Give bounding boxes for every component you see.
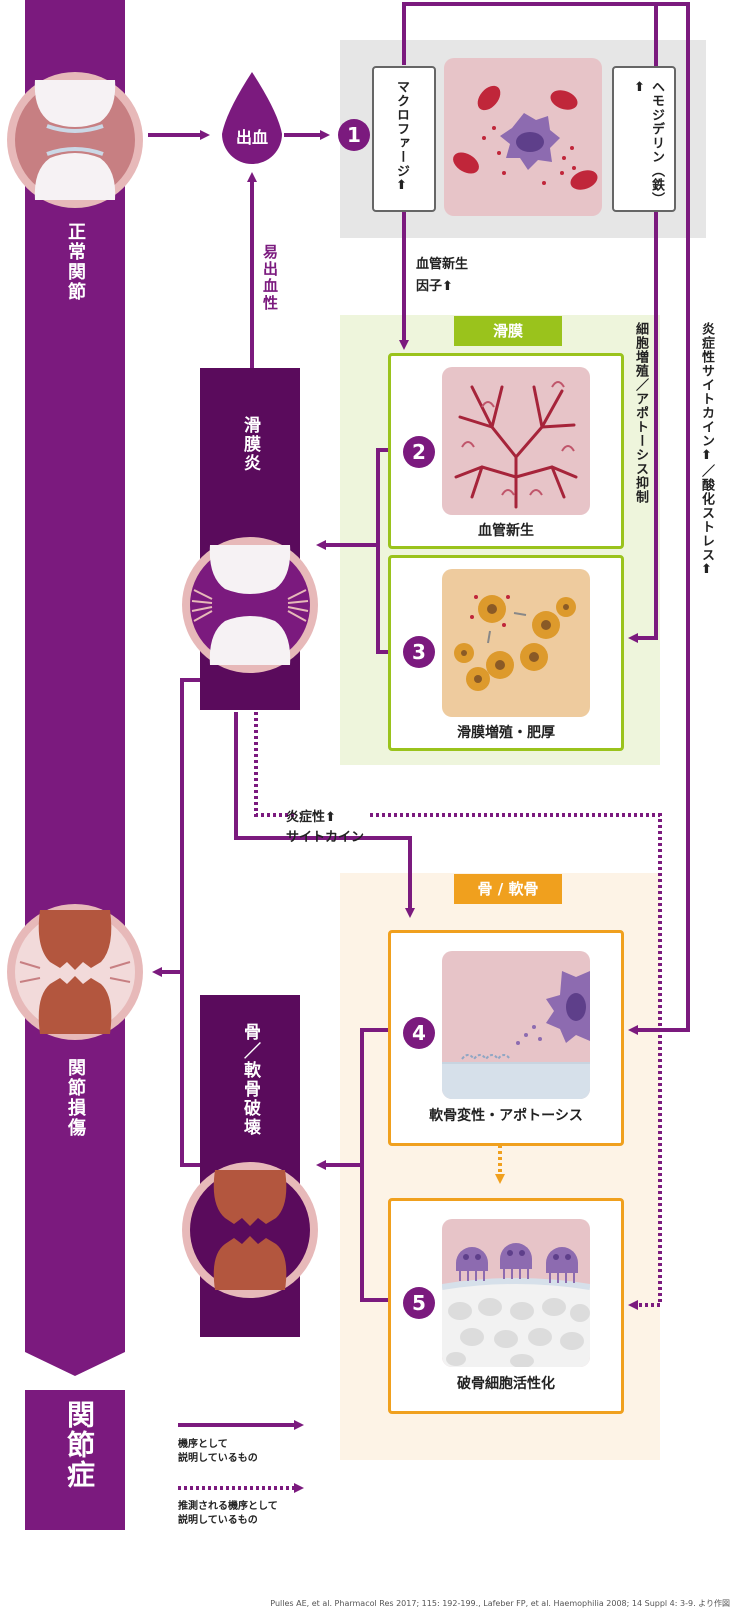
bleeding-label: 出血 xyxy=(235,128,268,147)
normal-joint-icon xyxy=(5,70,145,210)
joint-damage-label: 関節損傷 xyxy=(65,1058,86,1138)
synovitis-label: 滑膜炎 xyxy=(240,416,260,473)
angiogenesis-box: 2 血管新生 xyxy=(388,353,624,549)
cell-proliferation-note: 細胞増殖／アポトーシス抑制 xyxy=(633,322,648,504)
bone-destruction-label: 骨／軟骨破壊 xyxy=(240,1023,260,1137)
synovitis-joint-icon xyxy=(180,535,320,675)
step-number-1: 1 xyxy=(338,119,370,151)
step-number-4: 4 xyxy=(403,1017,435,1049)
bleeding-tendency-label: 易出血性 xyxy=(261,244,279,312)
macrophage-box: マクロファージ⬆ xyxy=(372,66,436,212)
angiogenesis-caption: 血管新生 xyxy=(478,523,534,539)
osteoclast-activation-picture xyxy=(442,1219,590,1367)
hemosiderin-box: ヘモジデリン（鉄）⬆ xyxy=(612,66,676,212)
macrophage-label: マクロファージ⬆ xyxy=(394,80,409,194)
normal-joint-label: 正常関節 xyxy=(65,222,86,302)
step-number-5: 5 xyxy=(403,1287,435,1319)
osteoclast-activation-caption: 破骨細胞活性化 xyxy=(457,1376,555,1392)
osteoarthritis-block: 関節症 xyxy=(25,1390,125,1530)
legend-solid-text: 機序として 説明しているもの xyxy=(178,1439,258,1464)
angiogenesis-picture xyxy=(442,367,590,515)
osteoarthritis-label: 関節症 xyxy=(63,1400,96,1490)
cartilage-degeneration-caption: 軟骨変性・アポトーシス xyxy=(429,1108,583,1124)
angiogenic-factor-label: 血管新生 因子⬆ xyxy=(416,257,469,294)
hemosiderin-label: ヘモジデリン（鉄）⬆ xyxy=(632,80,664,206)
step-number-2: 2 xyxy=(403,436,435,468)
joint-damage-icon xyxy=(5,902,145,1042)
synovial-hyperplasia-box: 3 滑膜増殖・肥厚 xyxy=(388,555,624,751)
synovial-hyperplasia-caption: 滑膜増殖・肥厚 xyxy=(457,725,555,741)
macrophage-picture xyxy=(444,58,602,216)
cytokine-label: 炎症性⬆ サイトカイン xyxy=(286,810,365,845)
citation: Pulles AE, et al. Pharmacol Res 2017; 11… xyxy=(270,1599,730,1608)
bone-cartilage-tag: 骨 / 軟骨 xyxy=(454,874,562,904)
synovium-tag: 滑膜 xyxy=(454,316,562,346)
cartilage-degeneration-picture xyxy=(442,951,590,1099)
synovial-hyperplasia-picture xyxy=(442,569,590,717)
legend-dotted-text: 推測される機序として 説明しているもの xyxy=(178,1501,278,1526)
step-number-3: 3 xyxy=(403,636,435,668)
cartilage-degeneration-box: 4 軟骨変性・アポトーシス xyxy=(388,930,624,1146)
bone-destruction-joint-icon xyxy=(180,1160,320,1300)
osteoclast-activation-box: 5 破骨細胞活性化 xyxy=(388,1198,624,1414)
bleeding-drop-icon: 出血 xyxy=(214,72,290,172)
inflammatory-cytokine-note: 炎症性サイトカイン⬆／酸化ストレス⬆ xyxy=(699,322,714,578)
